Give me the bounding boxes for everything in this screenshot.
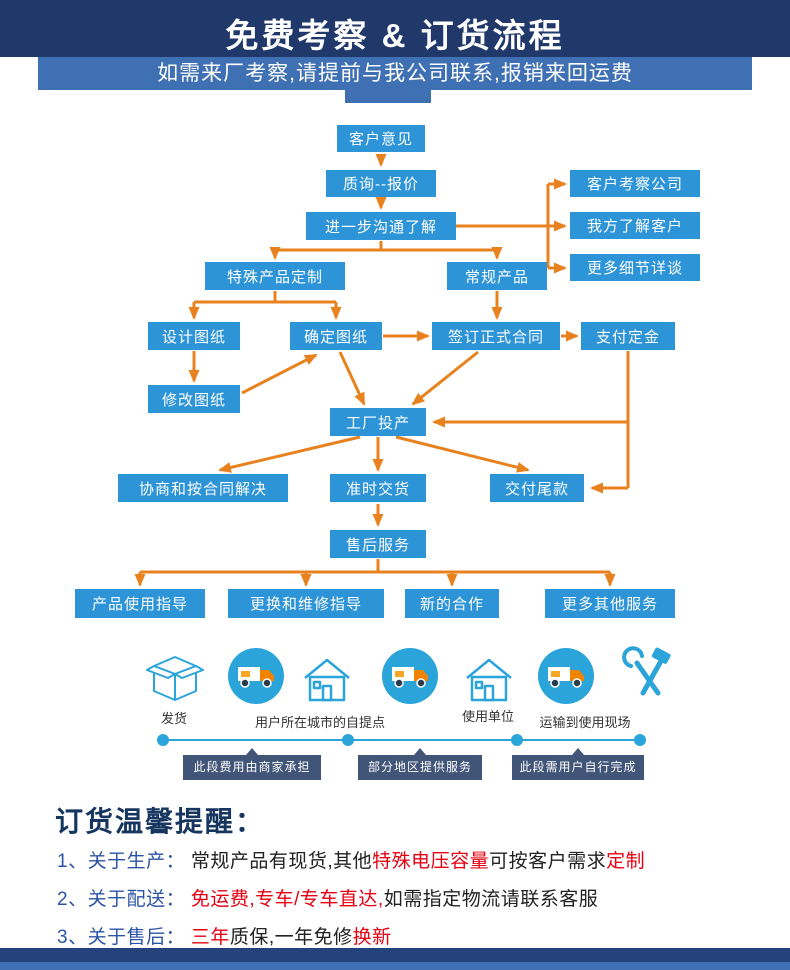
timeline-note-some-areas: 部分地区提供服务: [358, 748, 482, 780]
node-client-visits-company: 客户考察公司: [570, 170, 700, 197]
reminder-text: 可按客户需求: [489, 851, 607, 872]
delivery-truck-icon: [382, 648, 438, 709]
reminder-text: 如需指定物流请联系客服: [383, 889, 599, 910]
reminder-title: 订货温馨提醒：: [55, 806, 266, 837]
node-replacement-repair-guidance: 更换和维修指导: [228, 589, 384, 618]
reminder-item-delivery: 2、关于配送： 免运费,专车/专车直达,如需指定物流请联系客服: [57, 884, 598, 911]
reminder-label: 1、关于生产：: [57, 851, 191, 872]
reminder-text: 常规产品有现货,其他: [190, 851, 373, 872]
node-more-other-services: 更多其他服务: [545, 589, 675, 618]
footer-band-light: [0, 962, 790, 970]
node-custom-product: 特殊产品定制: [205, 262, 345, 290]
node-usage-guidance: 产品使用指导: [75, 589, 205, 618]
reminder-highlight: 特殊电压容量: [372, 851, 490, 872]
reminder-highlight: 免运费,专车/专车直达,: [190, 889, 384, 910]
delivery-truck-icon: [538, 648, 594, 709]
node-pay-balance: 交付尾款: [490, 474, 584, 502]
page-title: 免费考察 & 订货流程: [225, 17, 565, 54]
node-negotiate-per-contract: 协商和按合同解决: [118, 474, 288, 502]
node-revise-drawing: 修改图纸: [148, 385, 240, 413]
node-new-cooperation: 新的合作: [405, 589, 499, 618]
reminder-highlight: 定制: [606, 851, 646, 872]
package-icon: [146, 646, 204, 709]
shipping-label: 用户所在城市的自提点: [254, 715, 385, 730]
reminder-highlight: 三年: [190, 927, 230, 948]
node-sign-formal-contract: 签订正式合同: [432, 322, 560, 350]
shipping-label: 运输到使用现场: [539, 715, 631, 730]
reminder-text: 质保,一年免修: [229, 927, 353, 948]
node-factory-production: 工厂投产: [330, 408, 426, 436]
node-on-time-delivery: 准时交货: [330, 474, 426, 502]
tools-icon: [620, 646, 672, 709]
shipping-label: 使用单位: [461, 709, 514, 724]
header-subtitle: 如需来厂考察,请提前与我公司联系,报销来回运费: [38, 57, 752, 90]
node-inquiry-quote: 质询--报价: [326, 170, 436, 197]
node-confirm-drawing: 确定图纸: [290, 322, 382, 350]
header-tab-decoration: [345, 90, 431, 103]
house-icon: [302, 656, 352, 707]
reminder-label: 3、关于售后：: [57, 927, 191, 948]
reminder-item-production: 1、关于生产： 常规产品有现货,其他特殊电压容量可按客户需求定制: [57, 846, 645, 873]
node-we-understand-client: 我方了解客户: [570, 212, 700, 239]
node-regular-product: 常规产品: [447, 262, 547, 290]
house-icon: [464, 656, 514, 707]
node-pay-deposit: 支付定金: [581, 322, 675, 350]
shipping-timeline: [157, 734, 646, 746]
node-discuss-more-details: 更多细节详谈: [570, 254, 700, 281]
reminder-label: 2、关于配送：: [57, 889, 191, 910]
delivery-truck-icon: [228, 648, 284, 709]
node-further-communication: 进一步沟通了解: [306, 212, 456, 240]
timeline-note-merchant-cost: 此段费用由商家承担: [183, 748, 321, 780]
reminder-highlight: 换新: [352, 927, 392, 948]
node-design-drawing: 设计图纸: [148, 322, 240, 350]
header-band: [0, 0, 790, 57]
node-after-sales-service: 售后服务: [330, 530, 426, 558]
shipping-label: 发货: [160, 711, 187, 726]
timeline-note-user-complete: 此段需用户自行完成: [512, 748, 644, 780]
reminder-item-after-sales: 3、关于售后： 三年质保,一年免修换新: [57, 922, 392, 949]
node-customer-opinion: 客户意见: [337, 125, 425, 152]
footer-band-dark: [0, 948, 790, 962]
